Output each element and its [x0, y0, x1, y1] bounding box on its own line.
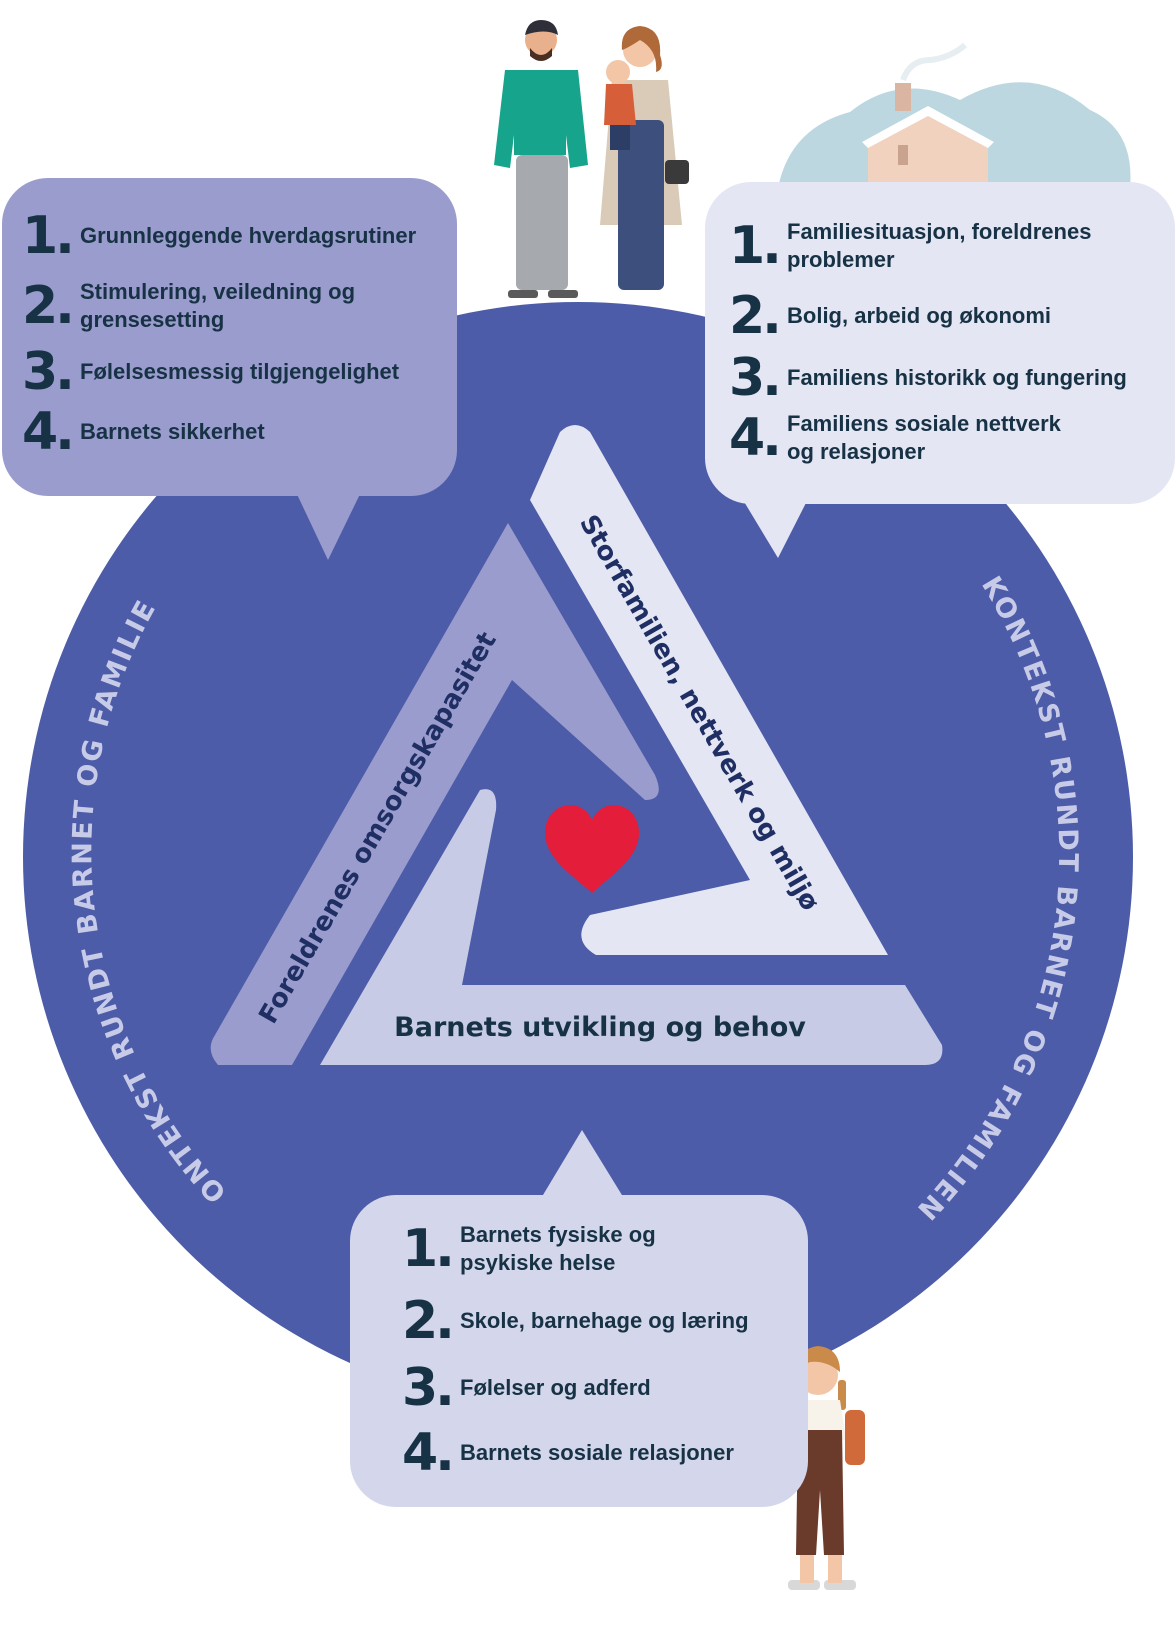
triangle-label-child: Barnets utvikling og behov	[394, 1012, 806, 1043]
family-illustration	[494, 20, 689, 298]
item-text: Barnets fysiske og psykiske helse	[460, 1222, 656, 1275]
item-text: Grunnleggende hverdagsrutiner	[80, 223, 417, 248]
list-item: 4. Barnets sikkerhet	[22, 406, 450, 458]
list-item: 4. Barnets sosiale relasjoner	[402, 1427, 800, 1479]
item-number: 2.	[729, 286, 782, 346]
triangle-side-parents	[210, 523, 659, 1065]
item-text: Familiens historikk og fungering	[787, 365, 1127, 390]
item-text: Skole, barnehage og læring	[460, 1308, 749, 1333]
item-number: 1.	[22, 206, 75, 266]
item-text: Følelsesmessig tilgjengelighet	[80, 359, 400, 384]
box-family-environment: 1. Familiesituasjon, foreldrenes problem…	[705, 182, 1175, 504]
item-number: 2.	[22, 276, 75, 336]
list-item: 3. Følelser og adferd	[402, 1362, 800, 1414]
item-number: 3.	[729, 348, 782, 408]
list-item: 4. Familiens sosiale nettverk og relasjo…	[729, 410, 1087, 466]
list-item: 2. Stimulering, veiledning og grensesett…	[22, 278, 380, 334]
item-text: Stimulering, veiledning og grensesetting	[80, 279, 356, 332]
triangle-side-network	[530, 425, 888, 955]
item-number: 2.	[402, 1291, 455, 1351]
list-item: 1. Familiesituasjon, foreldrenes problem…	[729, 218, 1127, 274]
item-number: 4.	[402, 1423, 455, 1483]
bubble-tail-bottom	[540, 1130, 625, 1200]
list-item: 3. Familiens historikk og fungering	[729, 352, 1167, 404]
item-number: 4.	[22, 402, 75, 462]
item-text: Bolig, arbeid og økonomi	[787, 303, 1051, 328]
bubble-tail-left	[295, 490, 362, 560]
item-number: 3.	[22, 342, 75, 402]
item-text: Familiesituasjon, foreldrenes problemer	[787, 219, 1092, 272]
house-illustration	[778, 42, 1131, 188]
heart-icon	[545, 805, 639, 893]
list-item: 2. Bolig, arbeid og økonomi	[729, 290, 1157, 342]
item-number: 1.	[729, 216, 782, 276]
item-number: 1.	[402, 1219, 455, 1279]
list-item: 2. Skole, barnehage og læring	[402, 1295, 800, 1347]
item-text: Familiens sosiale nettverk og relasjoner	[787, 411, 1061, 464]
bubble-tail-right	[740, 495, 810, 558]
item-number: 3.	[402, 1358, 455, 1418]
item-text: Følelser og adferd	[460, 1375, 651, 1400]
list-item: 1. Barnets fysiske og psykiske helse	[402, 1221, 690, 1277]
list-item: 3. Følelsesmessig tilgjengelighet	[22, 346, 450, 398]
item-text: Barnets sikkerhet	[80, 419, 265, 444]
item-text: Barnets sosiale relasjoner	[460, 1440, 734, 1465]
item-number: 4.	[729, 408, 782, 468]
list-item: 1. Grunnleggende hverdagsrutiner	[22, 210, 450, 262]
box-parent-capacity: 1. Grunnleggende hverdagsrutiner 2. Stim…	[2, 178, 457, 496]
triangle-side-child	[320, 789, 943, 1065]
box-child-development: 1. Barnets fysiske og psykiske helse 2. …	[350, 1195, 808, 1507]
